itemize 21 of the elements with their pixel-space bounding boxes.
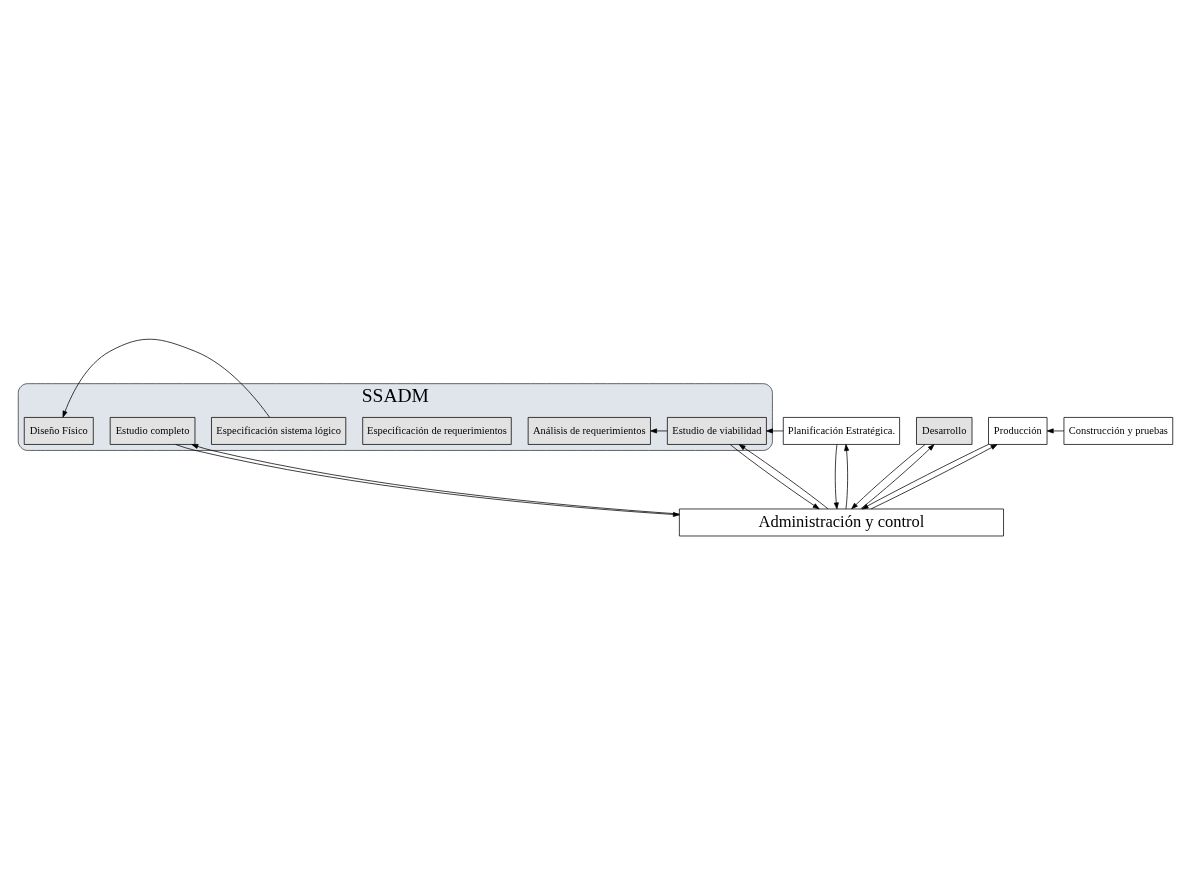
arrow [851, 444, 926, 510]
node-box: Estudio completo [109, 417, 196, 445]
node-box: Desarrollo [916, 417, 973, 445]
arrow [860, 444, 935, 510]
node-box: Especificación sistema lógico [211, 417, 347, 445]
arrow [738, 444, 829, 510]
arrow [1046, 428, 1065, 434]
node-box: Planificación Estratégica. [782, 417, 900, 445]
arrow [844, 444, 850, 510]
arrow [62, 338, 270, 418]
node-box: Análisis de requerimientos [527, 417, 651, 445]
arrow [833, 444, 839, 510]
node-box: Administración y control [679, 508, 1004, 537]
node-box: Diseño Físico [23, 417, 94, 445]
arrow [650, 428, 668, 434]
arrow [729, 444, 820, 510]
node-box: Estudio de viabilidad [666, 417, 767, 445]
arrow [766, 428, 784, 434]
node-box: Especificación de requerimientos [362, 417, 512, 445]
node-box: Producción [988, 417, 1048, 445]
node-box: Construcción y pruebas [1063, 417, 1174, 445]
